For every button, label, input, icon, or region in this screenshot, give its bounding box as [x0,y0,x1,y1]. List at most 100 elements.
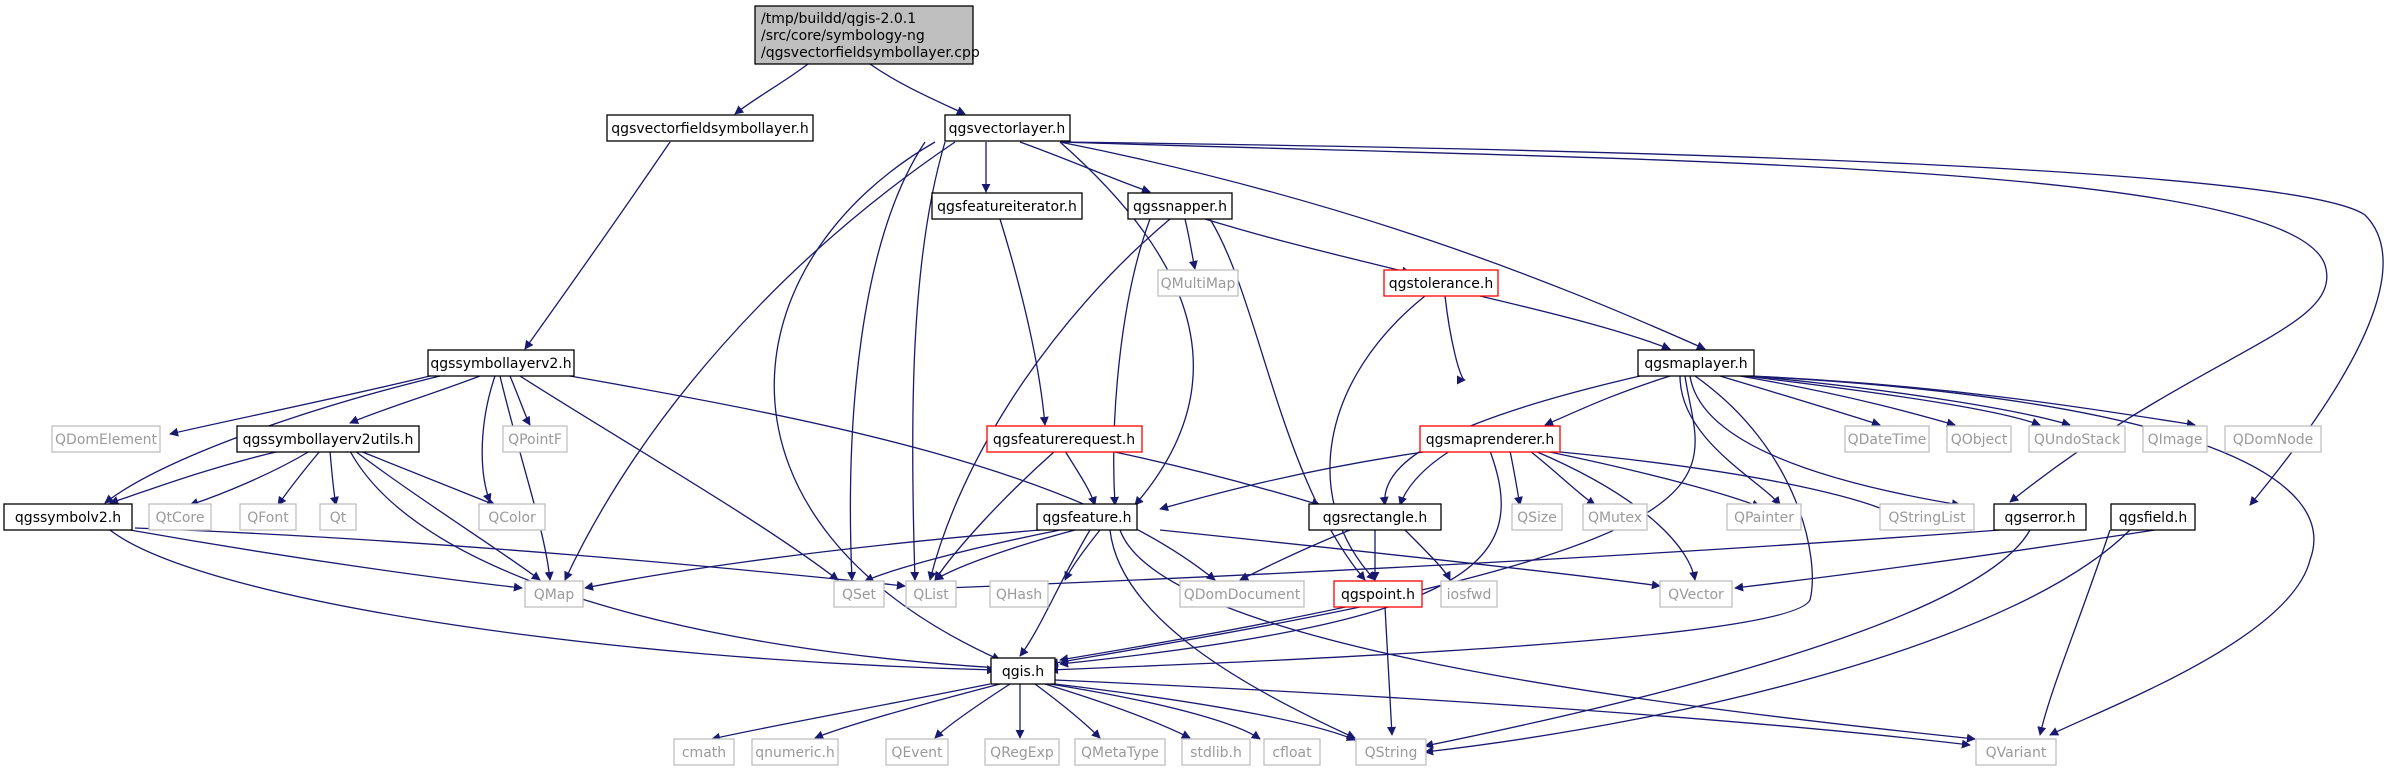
node-qimage[interactable]: QImage [2142,425,2208,453]
node-qgserror-h[interactable]: qgserror.h [1993,503,2087,531]
node-qgssymbollayerv2utils-h[interactable]: qgssymbollayerv2utils.h [236,425,420,453]
label-qgis-h: qgis.h [1002,664,1044,680]
node-qgsmaplayer-h[interactable]: qgsmaplayer.h [1637,349,1755,377]
label-qset: QSet [842,587,877,603]
node-qlist[interactable]: QList [905,580,957,608]
node-qmetatype[interactable]: QMetaType [1074,738,1166,766]
node-qgspoint-h[interactable]: qgspoint.h [1333,580,1423,608]
label-stdlib-h: stdlib.h [1190,745,1242,761]
node-cmath[interactable]: cmath [673,738,735,766]
label-qstring: QString [1365,745,1418,761]
edge-vl-qgsfield [1059,141,2384,506]
node-qpainter[interactable]: QPainter [1726,503,1802,531]
edge-sv2-qmap [129,529,523,592]
node-qfont[interactable]: QFont [239,503,297,531]
edge-feat-qgis [1019,529,1091,657]
node-qgsfeature-h[interactable]: qgsfeature.h [1036,503,1138,531]
node-qdomnode[interactable]: QDomNode [2224,425,2322,453]
node-qgsfeaturerequest-h[interactable]: qgsfeaturerequest.h [986,425,1143,453]
node-qvariant[interactable]: QVariant [1975,738,2057,766]
edge-qgis-qmetatype [1034,683,1101,739]
node-qevent[interactable]: QEvent [885,738,949,766]
edge-slu-symbolv2 [109,450,281,505]
edge-err-qlist [944,529,2001,593]
node-qtcore[interactable]: QtCore [148,503,212,531]
node-qundostack[interactable]: QUndoStack [2028,425,2126,453]
edge-qgis-qvariant [1054,679,1971,749]
node-qgsvectorfieldsymbollayer-h[interactable]: qgsvectorfieldsymbollayer.h [606,114,814,142]
node-qgssnapper-h[interactable]: qgssnapper.h [1127,192,1233,220]
label-qdatetime: QDateTime [1848,432,1927,448]
edge-slu-qcolor [359,450,496,507]
node-qsize[interactable]: QSize [1511,503,1563,531]
label-qdomelement: QDomElement [55,432,157,448]
node-qgsvectorlayer-h[interactable]: qgsvectorlayer.h [944,114,1071,142]
edge-slv2-qset [519,375,839,581]
root-path-line2: /src/core/symbology-ng [761,28,925,44]
node-qgsfield-h[interactable]: qgsfield.h [2110,503,2196,531]
node-stdlib-h[interactable]: stdlib.h [1181,738,1251,766]
edge-slu-qgis [349,450,1001,673]
edge-mr-qmutex [1529,450,1596,506]
label-qgssymbollayerv2utils-h: qgssymbollayerv2utils.h [243,432,414,448]
node-root-file[interactable]: /tmp/buildd/qgis-2.0.1 /src/core/symbolo… [754,5,980,65]
node-qgsmaprenderer-h[interactable]: qgsmaprenderer.h [1419,425,1561,453]
label-qgstolerance-h: qgstolerance.h [1389,276,1493,292]
node-qgsfeatureiterator-h[interactable]: qgsfeatureiterator.h [931,192,1083,220]
label-qsize: QSize [1517,510,1557,526]
label-qgssymbolv2-h: qgssymbolv2.h [15,510,121,526]
node-qhash[interactable]: QHash [989,580,1049,608]
node-qstringlist[interactable]: QStringList [1879,503,1975,531]
node-qmutex[interactable]: QMutex [1582,503,1648,531]
node-qdomdocument[interactable]: QDomDocument [1179,580,1305,608]
label-qgsmaplayer-h: qgsmaplayer.h [1644,356,1747,372]
node-qregexp[interactable]: QRegExp [984,738,1060,766]
edge-qgis-qnumeric [814,683,1001,740]
node-qstring[interactable]: QString [1355,738,1427,766]
edge-snapper-tolerance [1204,218,1411,276]
node-qmap[interactable]: QMap [524,580,584,608]
node-qset[interactable]: QSet [833,580,885,608]
edge-vl-feature [1059,141,1194,506]
label-qpainter: QPainter [1734,510,1794,526]
edge-feat-qstring [1109,529,1356,739]
node-qgsrectangle-h[interactable]: qgsrectangle.h [1308,503,1442,531]
label-qmetatype: QMetaType [1081,745,1159,761]
edge-snapper-feature [1110,218,1151,506]
node-qgis-h[interactable]: qgis.h [990,657,1056,685]
label-qgssymbollayerv2-h: qgssymbollayerv2.h [430,356,571,372]
node-cfloat[interactable]: cfloat [1263,738,1321,766]
edge-slv2-qcolor [481,375,496,503]
node-qmultimap[interactable]: QMultiMap [1157,269,1239,297]
node-qobject[interactable]: QObject [1946,425,2012,453]
edge-mr-qstringlist [1549,450,1891,513]
node-qpointf[interactable]: QPointF [502,425,568,453]
root-path-line3: /qgsvectorfieldsymbollayer.cpp [761,45,980,61]
label-qcolor: QColor [488,510,536,526]
edge-err-qstring [1424,529,2031,749]
node-qdomelement[interactable]: QDomElement [51,425,161,453]
node-qvector[interactable]: QVector [1659,580,1733,608]
edge-fr-feature [1064,450,1097,506]
nodes: /tmp/buildd/qgis-2.0.1 /src/core/symbolo… [3,5,2322,766]
label-qgsfeature-h: qgsfeature.h [1043,510,1132,526]
node-qcolor[interactable]: QColor [478,503,546,531]
label-qgssnapper-h: qgssnapper.h [1133,199,1227,215]
node-iosfwd[interactable]: iosfwd [1440,580,1498,608]
node-qgstolerance-h[interactable]: qgstolerance.h [1383,269,1499,297]
node-qdatetime[interactable]: QDateTime [1844,425,1930,453]
edge-qgis-stdlib [1044,683,1191,739]
node-qnumeric-h[interactable]: qnumeric.h [751,738,839,766]
node-qgssymbollayerv2-h[interactable]: qgssymbollayerv2.h [427,349,575,377]
edge-slv2-qmap [499,375,554,581]
edge-field-qvector [1734,529,2156,592]
label-qnumeric-h: qnumeric.h [755,745,835,761]
edge-vl-qstringlist [1059,141,2328,503]
label-qmultimap: QMultiMap [1161,276,1236,292]
edge-ml-qpainter [1679,375,1781,506]
label-qgsfeaturerequest-h: qgsfeaturerequest.h [993,432,1135,448]
edge-field-qstring [1424,529,2131,756]
node-qgssymbolv2-h[interactable]: qgssymbolv2.h [3,503,133,531]
node-qt[interactable]: Qt [319,503,357,531]
